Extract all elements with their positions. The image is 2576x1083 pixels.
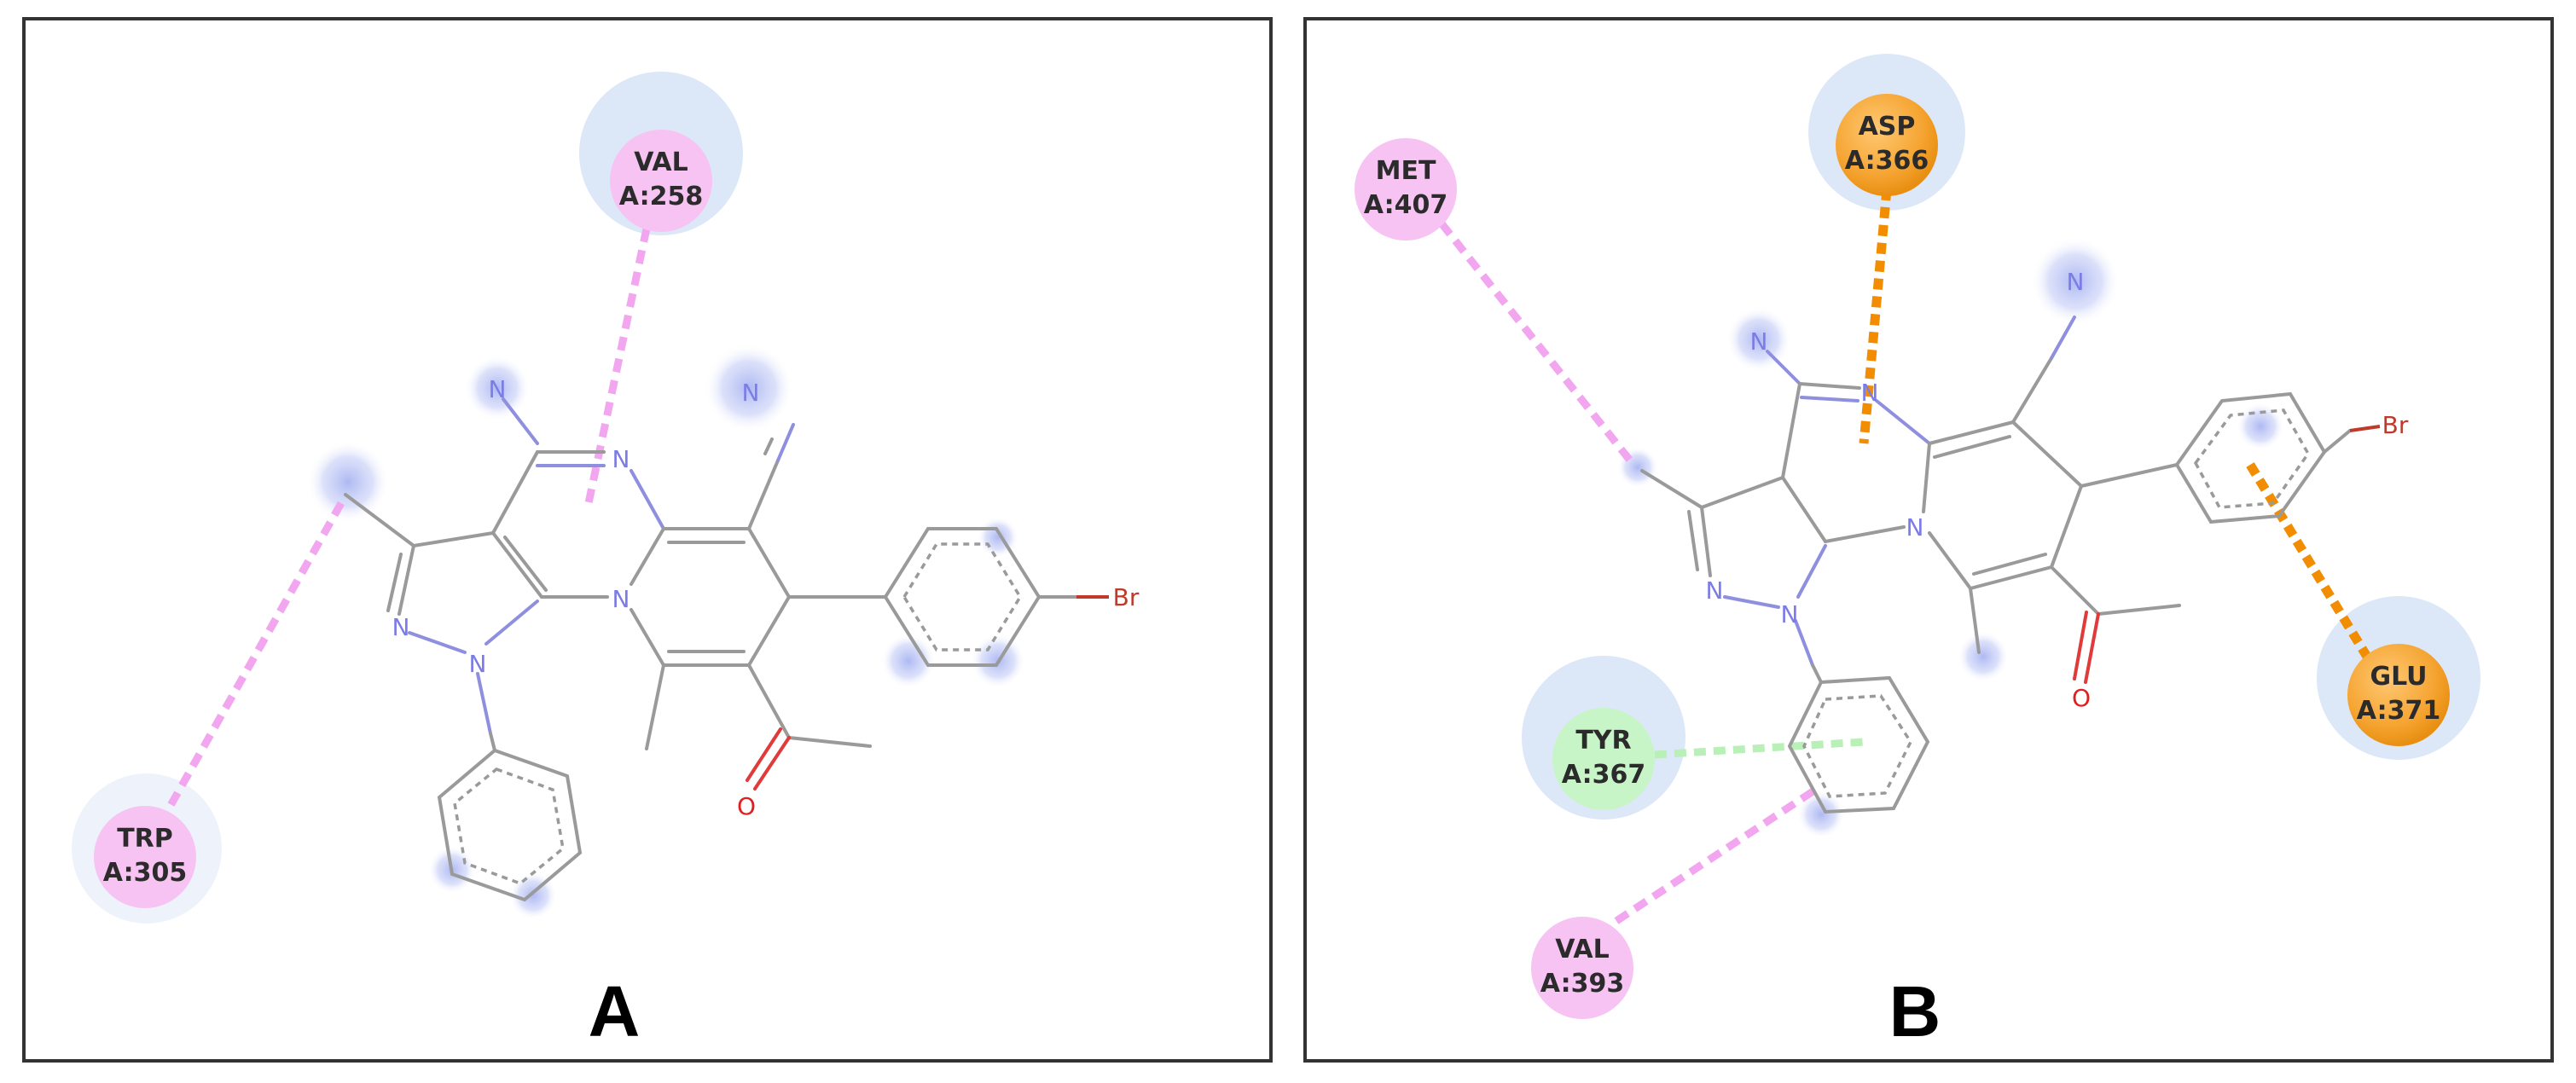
residue-glu371: GLU A:371 (2347, 644, 2450, 746)
residue-id: A:366 (1845, 146, 1929, 176)
glow-amine-b (1726, 307, 1791, 372)
residue-id: A:393 (1540, 969, 1624, 999)
glow-nitrile-a (705, 344, 793, 432)
residue-name: MET (1376, 156, 1436, 186)
atom-n-imine-b: N (1861, 379, 1879, 407)
atom-n-pyrazole2-a: N (392, 613, 410, 641)
glow-nitrile-b (2031, 237, 2120, 326)
atom-n-amine-a: N (489, 375, 507, 403)
panel-b-frame (1303, 17, 2554, 1063)
residue-id: A:407 (1364, 190, 1448, 220)
atom-n-nitrile-a: N (742, 379, 760, 407)
atom-n-bridge-a: N (612, 585, 630, 613)
panel-label-b: B (1889, 971, 1941, 1051)
panel-b: N N N N N N O Br ASP A:366 MET A:407 TYR… (1303, 17, 2554, 1063)
residue-name: TRP (117, 824, 173, 854)
residue-val393: VAL A:393 (1531, 917, 1633, 1019)
interaction-val393-b (1614, 785, 1819, 924)
glow-methyl2-b (1958, 631, 2009, 682)
residue-name: VAL (1555, 935, 1610, 964)
residue-tyr367: TYR A:367 (1552, 708, 1655, 810)
residue-id: A:367 (1562, 760, 1645, 790)
panel-label-a: A (589, 971, 641, 1051)
atom-n-bridge-b: N (1906, 513, 1924, 542)
atom-o-carbonyl-a: O (737, 792, 756, 820)
interaction-met407-b (1438, 221, 1637, 467)
glow-brph-b (2237, 403, 2284, 450)
atom-n-imine-a: N (612, 445, 630, 473)
atom-n-nitrile-b: N (2067, 268, 2085, 296)
interaction-asp366-b (1859, 188, 1892, 444)
interaction-tyr367-b (1654, 738, 1865, 759)
residue-asp366: ASP A:366 (1836, 94, 1938, 196)
residue-id: A:258 (619, 182, 703, 211)
atom-n-amine-b: N (1750, 327, 1768, 356)
glow-methyl-a (307, 441, 389, 523)
molecule-b (1640, 316, 2381, 814)
interaction-trp305-a (165, 501, 345, 811)
interaction-val258-a (584, 228, 651, 504)
molecule-a (344, 397, 1109, 902)
atom-br-a: Br (1113, 583, 1140, 611)
residue-trp305: TRP A:305 (94, 806, 196, 908)
residue-val258: VAL A:258 (610, 130, 712, 232)
atom-n-pyrazole1-a: N (469, 650, 487, 678)
atom-n-pyrazole2-b: N (1706, 576, 1724, 605)
panel-a: N N N N N N O Br VAL A:258 TRP A:305 A (22, 17, 1273, 1063)
residue-name: VAL (634, 148, 688, 177)
residue-id: A:305 (103, 858, 187, 888)
glow-ph-b (1797, 791, 1845, 838)
atom-n-pyrazole1-b: N (1781, 600, 1799, 628)
residue-name: GLU (2370, 662, 2427, 692)
interaction-glu371-b (2246, 462, 2371, 659)
residue-id: A:371 (2357, 696, 2440, 726)
glow-amine-a (465, 356, 530, 420)
atom-br-b: Br (2382, 411, 2409, 439)
residue-name: ASP (1859, 112, 1916, 142)
residue-met407: MET A:407 (1355, 138, 1457, 240)
atom-o-carbonyl-b: O (2072, 684, 2091, 712)
residue-name: TYR (1575, 726, 1631, 756)
glow-brph1-a (881, 634, 936, 688)
